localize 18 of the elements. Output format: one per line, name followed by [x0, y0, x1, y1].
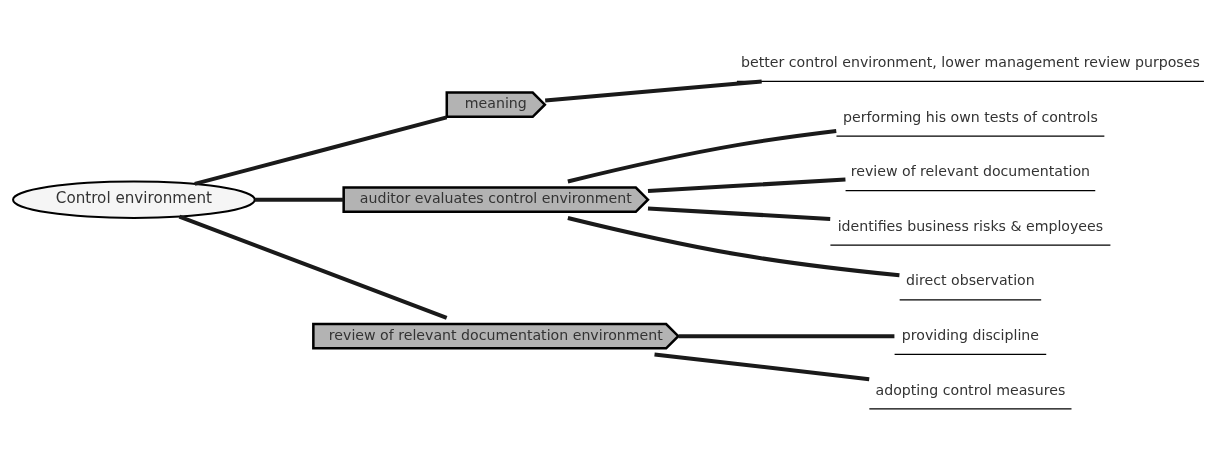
- connector: [647, 205, 831, 221]
- node-text: providing discipline: [901, 326, 1040, 343]
- node-text: review of relevant documentation: [850, 162, 1091, 179]
- connector: [545, 78, 762, 102]
- connector: [254, 197, 344, 202]
- connector: [647, 177, 846, 193]
- node-text: adopting control measures: [875, 381, 1066, 397]
- connector: [567, 215, 900, 277]
- connector: [567, 128, 837, 183]
- connector: [194, 114, 448, 186]
- connector: [178, 214, 448, 320]
- node-text: identifies business risks & employees: [837, 217, 1104, 234]
- connector: [654, 351, 870, 381]
- connector: [678, 333, 895, 338]
- node-text: direct observation: [906, 271, 1035, 288]
- node-text: performing his own tests of controls: [843, 108, 1098, 125]
- node-text: better control environment, lower management review purposes: [741, 53, 1200, 70]
- node-ellipse: Control environment: [12, 180, 256, 219]
